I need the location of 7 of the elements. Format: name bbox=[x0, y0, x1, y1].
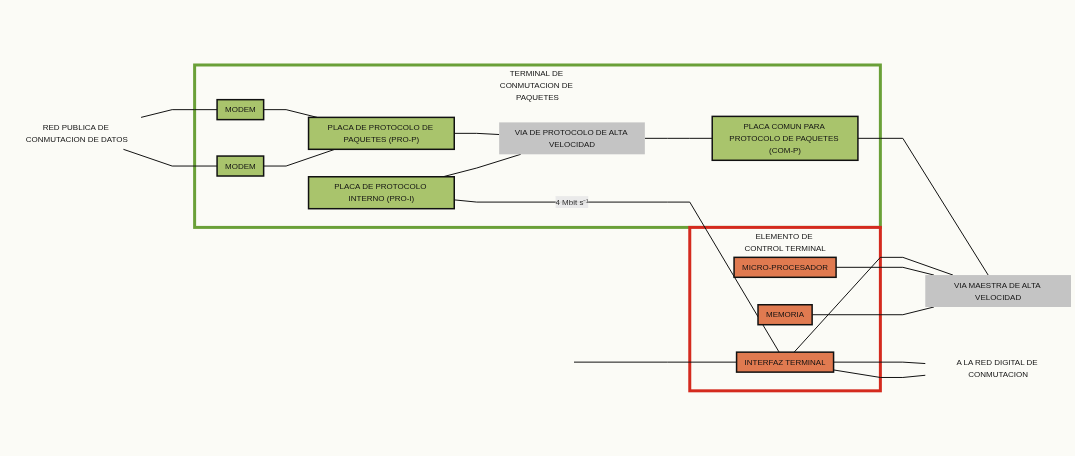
connector bbox=[122, 148, 218, 167]
connector bbox=[793, 256, 954, 353]
connector bbox=[833, 369, 926, 379]
connector bbox=[833, 361, 926, 365]
connector bbox=[857, 137, 989, 276]
connector bbox=[140, 109, 218, 118]
connector bbox=[644, 137, 713, 139]
